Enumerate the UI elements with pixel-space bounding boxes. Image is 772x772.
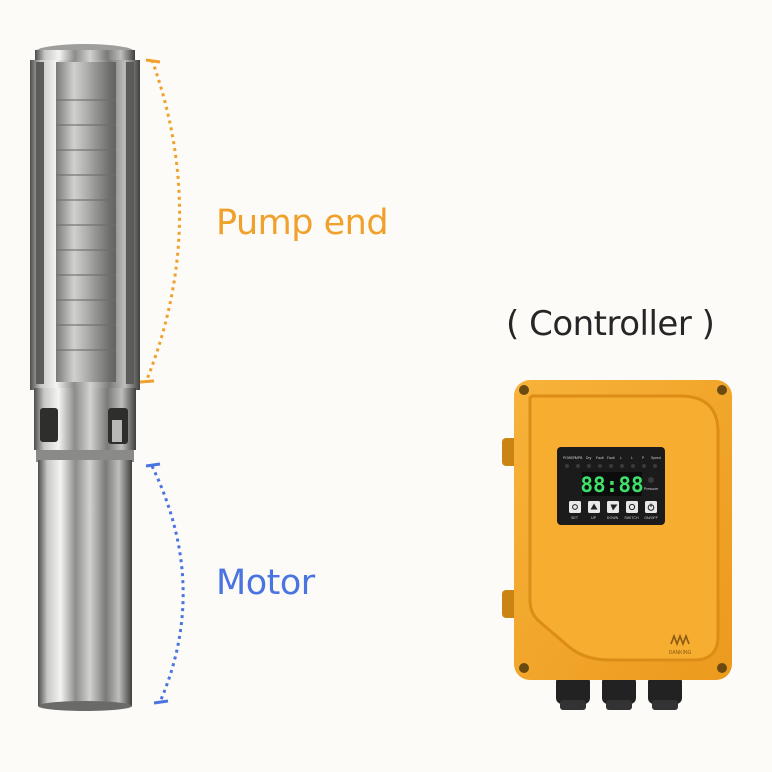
pump-intake-opening-left bbox=[40, 408, 58, 442]
display-digits: 88:88 bbox=[580, 473, 643, 497]
set-icon bbox=[572, 504, 578, 510]
indicator-labels: POWER MPB Dry Fault Fault L L P Speed bbox=[563, 456, 661, 460]
pump-end-label: Pump end bbox=[216, 203, 389, 243]
pump-stage-lines bbox=[56, 99, 116, 351]
indicator-leds bbox=[565, 464, 657, 468]
brand-logo: DANKING bbox=[669, 633, 692, 656]
up-arrow-icon bbox=[590, 503, 598, 510]
pump-top-cap bbox=[35, 50, 135, 62]
cable-glands bbox=[556, 676, 682, 710]
set-button[interactable] bbox=[569, 501, 581, 513]
button-labels: SET UP DOWN SWITCH ON/OFF bbox=[571, 516, 659, 520]
pressure-indicator bbox=[648, 477, 654, 483]
controller-lid bbox=[528, 394, 720, 662]
switch-icon bbox=[628, 503, 636, 511]
motor-label: Motor bbox=[216, 563, 315, 603]
submersible-pump bbox=[30, 44, 140, 711]
pump-guard-right bbox=[126, 62, 134, 384]
pump-screen-panel bbox=[56, 62, 116, 382]
solar-pump-controller: POWER MPB Dry Fault Fault L L P Speed 88… bbox=[502, 380, 732, 710]
brand-logo-icon bbox=[670, 633, 690, 647]
motor-bottom bbox=[38, 701, 132, 711]
motor-bracket bbox=[145, 462, 185, 705]
lcd-window bbox=[582, 472, 642, 496]
brand-name: DANKING bbox=[669, 650, 692, 656]
pump-intake-bolt bbox=[112, 420, 122, 442]
pressure-label: Pressure bbox=[644, 487, 658, 491]
motor-body bbox=[38, 460, 132, 706]
motor-flange bbox=[36, 450, 134, 462]
pump-end-bracket bbox=[139, 58, 182, 384]
switch-button[interactable] bbox=[626, 501, 638, 513]
down-arrow-icon bbox=[610, 504, 618, 511]
control-buttons: SET UP DOWN SWITCH ON/OFF bbox=[569, 501, 659, 520]
controller-label: ( Controller ) bbox=[506, 304, 715, 344]
controller-screws bbox=[519, 385, 727, 673]
pump-guard-left bbox=[36, 62, 44, 384]
